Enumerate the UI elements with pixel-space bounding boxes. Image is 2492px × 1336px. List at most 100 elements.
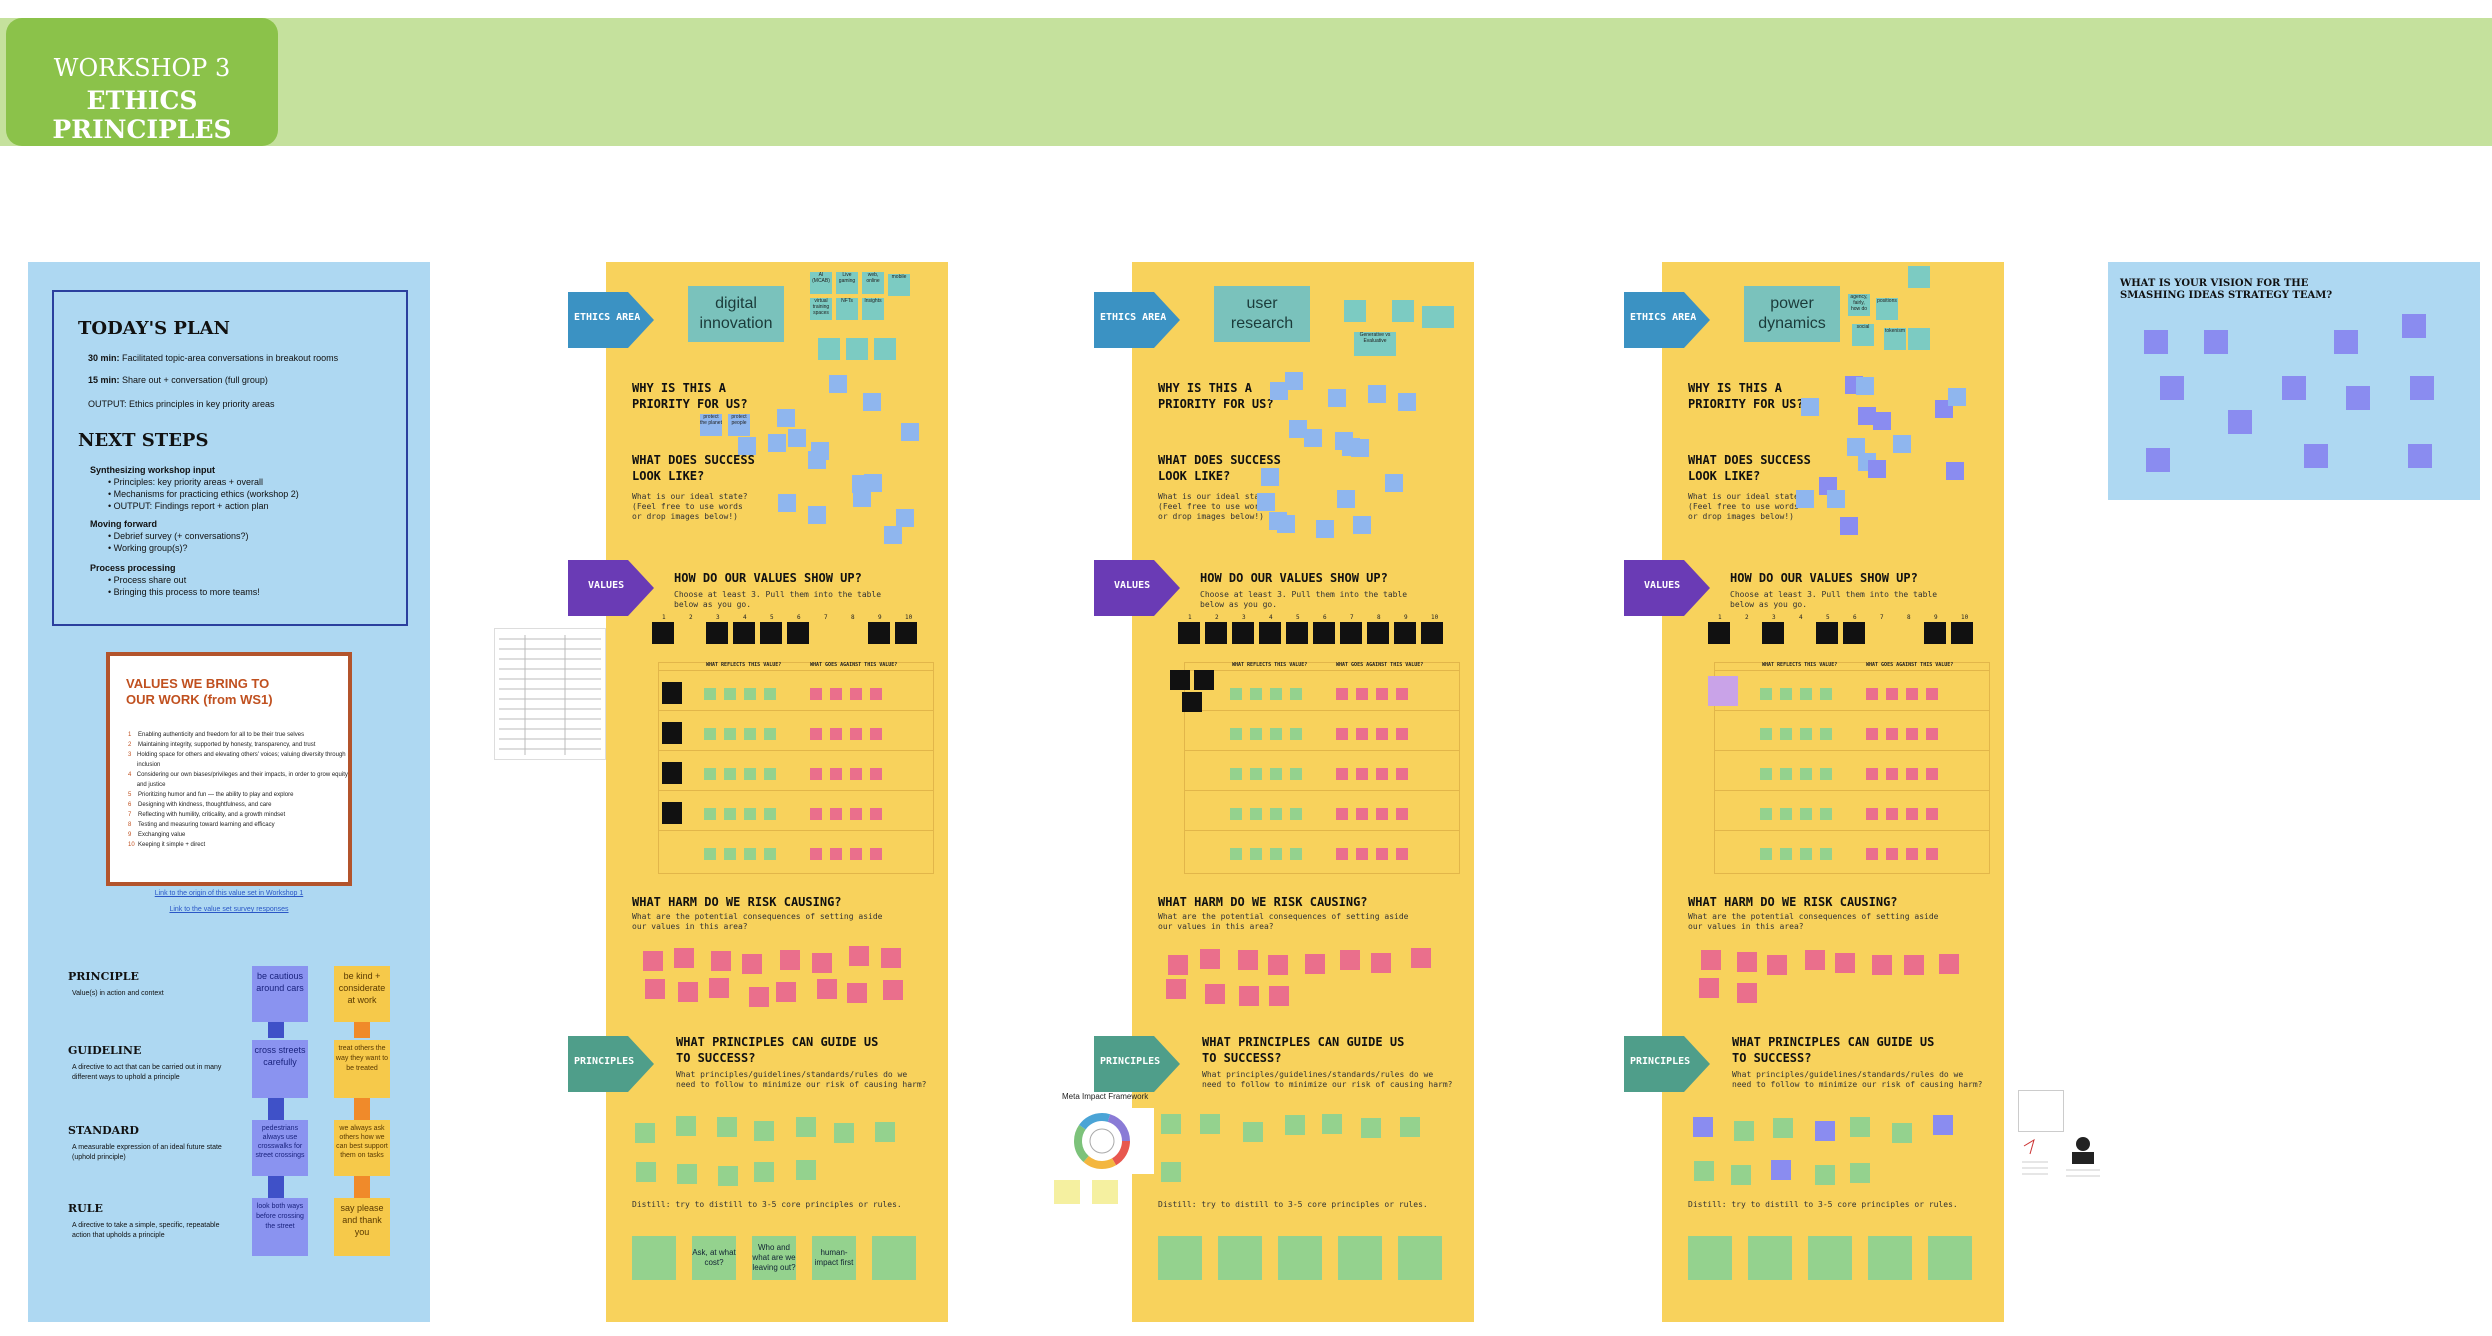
reflects-note[interactable]	[764, 728, 776, 740]
harm-note[interactable]	[847, 983, 867, 1003]
harm-note[interactable]	[1767, 955, 1787, 975]
distilled-principle-box[interactable]: human-impact first	[812, 1236, 856, 1280]
idea-note[interactable]	[1948, 388, 1966, 406]
reflects-note[interactable]	[744, 728, 756, 740]
vision-note[interactable]	[2144, 330, 2168, 354]
reflects-note[interactable]	[1820, 848, 1832, 860]
harm-note[interactable]	[1939, 954, 1959, 974]
principle-note[interactable]	[1693, 1117, 1713, 1137]
principle-note[interactable]	[1361, 1118, 1381, 1138]
harm-note[interactable]	[709, 978, 729, 998]
reflects-note[interactable]	[1780, 728, 1792, 740]
reflects-note[interactable]	[1780, 848, 1792, 860]
idea-note[interactable]	[1337, 490, 1355, 508]
harm-note[interactable]	[1737, 952, 1757, 972]
reflects-note[interactable]	[1270, 728, 1282, 740]
against-note[interactable]	[1376, 768, 1388, 780]
harm-note[interactable]	[643, 951, 663, 971]
vision-note[interactable]	[2282, 376, 2306, 400]
topic-note[interactable]	[1422, 306, 1454, 328]
principle-note[interactable]	[1850, 1163, 1870, 1183]
against-note[interactable]	[1396, 728, 1408, 740]
reflects-note[interactable]	[1820, 808, 1832, 820]
topic-title[interactable]: power dynamics	[1744, 286, 1840, 342]
against-note[interactable]	[1356, 768, 1368, 780]
reflects-note[interactable]	[764, 848, 776, 860]
distilled-principle-box[interactable]	[1748, 1236, 1792, 1280]
reflects-note[interactable]	[1820, 688, 1832, 700]
topic-note[interactable]: AI (MCAB)	[810, 272, 832, 294]
value-card[interactable]	[1394, 622, 1416, 644]
reflects-note[interactable]	[1290, 728, 1302, 740]
idea-note[interactable]	[1257, 493, 1275, 511]
value-card[interactable]	[1367, 622, 1389, 644]
against-note[interactable]	[1926, 808, 1938, 820]
harm-note[interactable]	[883, 980, 903, 1000]
reflects-note[interactable]	[744, 768, 756, 780]
principle-note[interactable]	[1285, 1115, 1305, 1135]
idea-note[interactable]	[1873, 412, 1891, 430]
against-note[interactable]	[1336, 808, 1348, 820]
principle-note[interactable]	[754, 1162, 774, 1182]
idea-note[interactable]	[1261, 468, 1279, 486]
idea-note[interactable]	[1351, 439, 1369, 457]
principle-note[interactable]	[636, 1162, 656, 1182]
reflects-note[interactable]	[1290, 848, 1302, 860]
reflects-note[interactable]	[724, 808, 736, 820]
idea-note[interactable]	[863, 393, 881, 411]
against-note[interactable]	[830, 808, 842, 820]
reflects-note[interactable]	[704, 768, 716, 780]
idea-note[interactable]	[853, 489, 871, 507]
reflects-note[interactable]	[704, 848, 716, 860]
against-note[interactable]	[810, 808, 822, 820]
against-note[interactable]	[1926, 768, 1938, 780]
distilled-principle-box[interactable]	[632, 1236, 676, 1280]
value-card[interactable]	[868, 622, 890, 644]
principle-note[interactable]	[1892, 1123, 1912, 1143]
reflects-note[interactable]	[1760, 808, 1772, 820]
topic-note[interactable]: Insights	[862, 298, 884, 320]
value-card[interactable]	[1816, 622, 1838, 644]
distilled-principle-box[interactable]	[1218, 1236, 1262, 1280]
vision-note[interactable]	[2402, 314, 2426, 338]
principle-note[interactable]	[1694, 1161, 1714, 1181]
against-note[interactable]	[1886, 848, 1898, 860]
harm-note[interactable]	[1269, 986, 1289, 1006]
reflects-note[interactable]	[744, 848, 756, 860]
against-note[interactable]	[1376, 808, 1388, 820]
vision-note[interactable]	[2408, 444, 2432, 468]
why-note[interactable]: protect people	[728, 414, 750, 436]
against-note[interactable]	[1886, 808, 1898, 820]
value-card[interactable]	[1924, 622, 1946, 644]
harm-note[interactable]	[1200, 949, 1220, 969]
principle-note[interactable]	[1933, 1115, 1953, 1135]
idea-note[interactable]	[1946, 462, 1964, 480]
reflects-note[interactable]	[724, 848, 736, 860]
harm-note[interactable]	[1835, 953, 1855, 973]
principle-note[interactable]	[1815, 1165, 1835, 1185]
against-note[interactable]	[1396, 768, 1408, 780]
value-card[interactable]	[895, 622, 917, 644]
topic-note[interactable]: tokenism	[1884, 328, 1906, 350]
topic-note[interactable]	[1908, 328, 1930, 350]
portrait-thumbnail[interactable]	[2064, 1132, 2102, 1186]
origin-link[interactable]: Link to the origin of this value set in …	[154, 890, 304, 897]
principle-note[interactable]	[796, 1117, 816, 1137]
idea-note[interactable]	[738, 437, 756, 455]
value-card[interactable]	[1170, 670, 1190, 690]
plan-box[interactable]	[52, 290, 408, 626]
reflects-note[interactable]	[1250, 808, 1262, 820]
harm-note[interactable]	[780, 950, 800, 970]
against-note[interactable]	[870, 688, 882, 700]
topic-note[interactable]	[874, 338, 896, 360]
idea-note[interactable]	[1796, 490, 1814, 508]
reflects-note[interactable]	[744, 808, 756, 820]
vision-note[interactable]	[2204, 330, 2228, 354]
idea-note[interactable]	[1335, 432, 1353, 450]
reflects-note[interactable]	[1230, 848, 1242, 860]
principle-note[interactable]	[1850, 1117, 1870, 1137]
harm-note[interactable]	[645, 979, 665, 999]
distilled-principle-box[interactable]: Ask, at what cost?	[692, 1236, 736, 1280]
value-card[interactable]	[1843, 622, 1865, 644]
reflects-note[interactable]	[764, 808, 776, 820]
